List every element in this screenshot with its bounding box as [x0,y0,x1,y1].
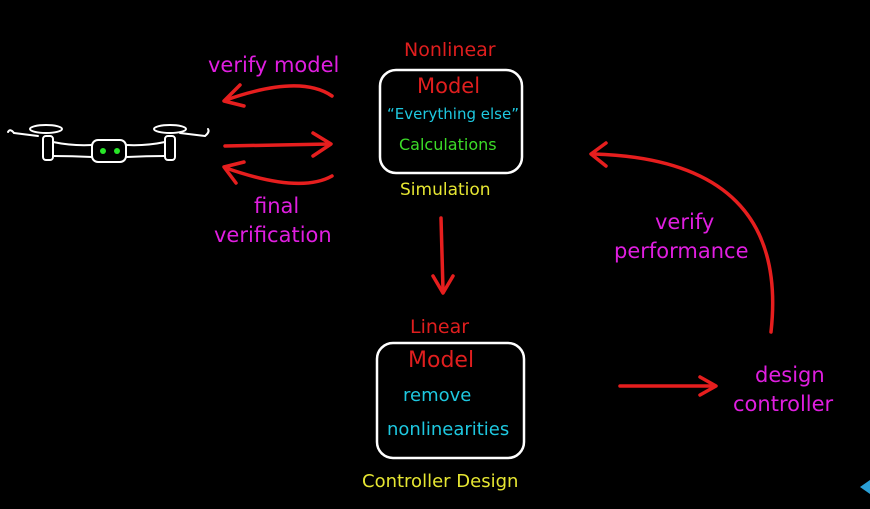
drone-icon [7,124,210,163]
arrowhead-sim-to-linear [431,274,455,295]
controller-design-caption: Controller Design [362,471,519,492]
controller-label: controller [733,392,834,416]
arrowhead-to-design [698,375,718,397]
linear-model-label: Model [408,348,475,373]
verify-model-label: verify model [208,53,340,77]
verify-label: verify [655,210,715,234]
verification-label: verification [214,223,332,247]
design-label: design [755,363,825,387]
drone-light-right [114,148,120,154]
performance-label: performance [614,239,749,263]
arrow-final-verification [224,166,334,186]
play-triangle-icon [860,480,870,494]
linear-heading: Linear [410,316,470,338]
nonlinear-model-box [378,68,524,175]
arrowhead-verify-model [222,83,246,108]
nonlinearities-label: nonlinearities [387,419,510,440]
everything-else-label: “Everything else” [387,105,519,123]
linear-model-box [375,341,526,460]
nonlinear-model-label: Model [417,74,481,98]
calculations-label: Calculations [399,135,497,154]
arrowhead-drone-to-sim [311,131,333,158]
nonlinear-heading: Nonlinear [404,39,496,61]
arrow-verify-model [224,84,334,102]
simulation-caption: Simulation [400,180,491,200]
drone-light-left [100,148,106,154]
arrow-verify-performance [592,152,775,334]
remove-label: remove [403,385,472,406]
arrowhead-final-verification [222,160,246,185]
arrow-drone-to-sim [223,142,332,148]
arrow-sim-to-linear [439,216,445,292]
final-label: final [254,194,300,218]
arrowhead-verify-performance [589,141,608,168]
